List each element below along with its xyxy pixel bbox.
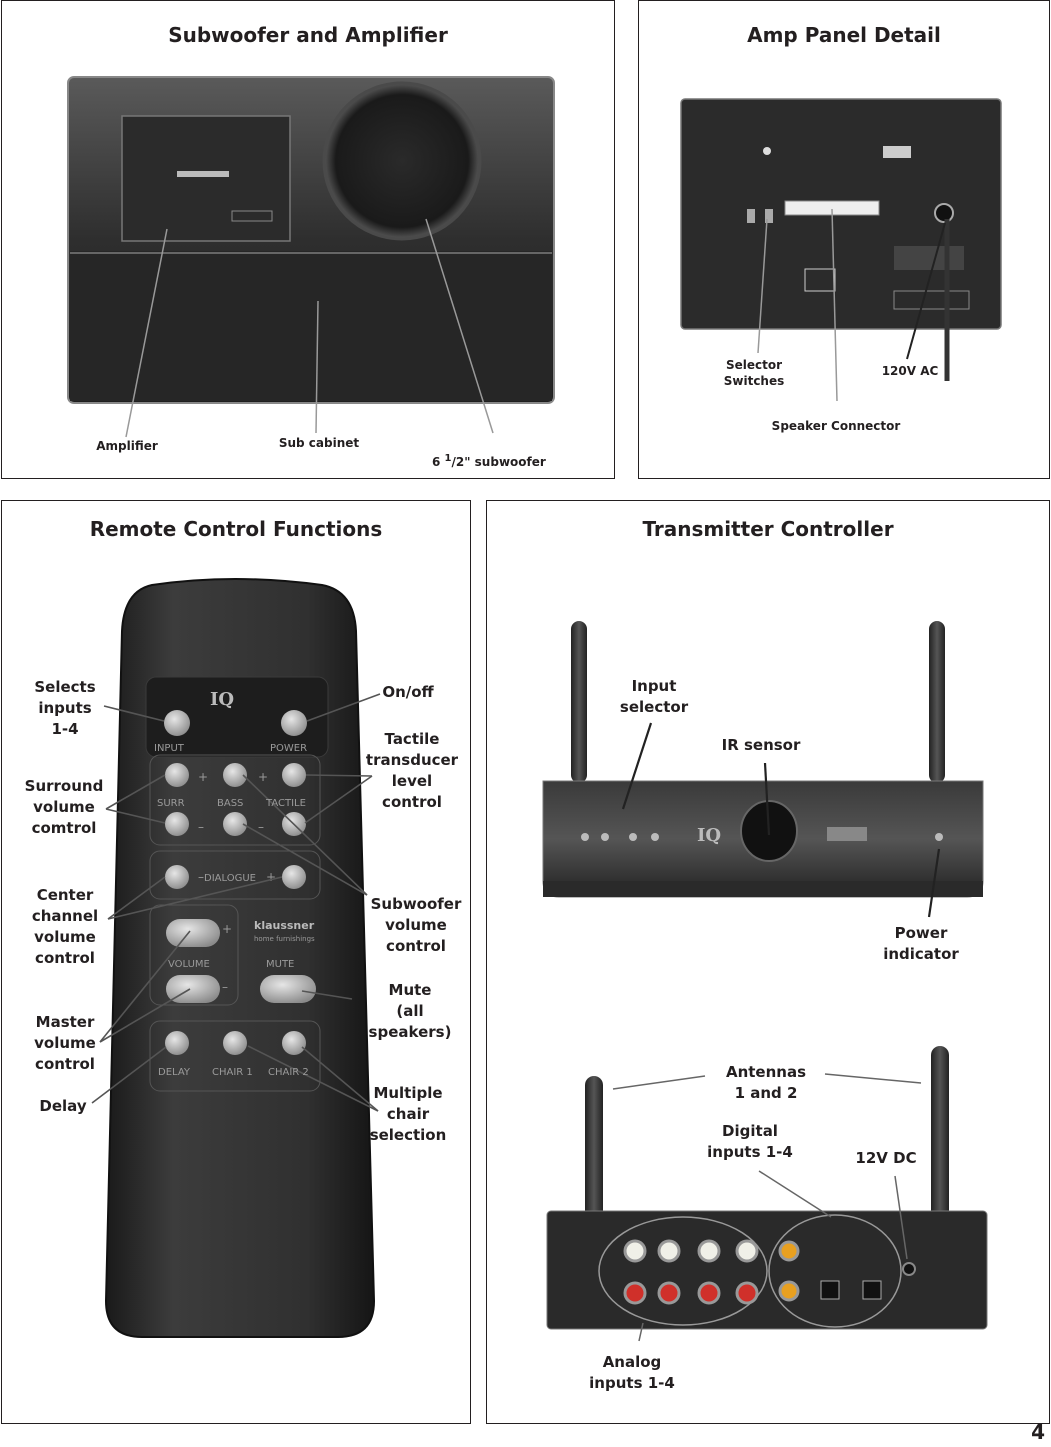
multiple-chair-label: Multiple chair selection	[369, 1084, 447, 1144]
center-label: Center channel volume control	[31, 886, 99, 967]
svg-text:–: –	[198, 870, 204, 884]
analog-jacks	[623, 1239, 759, 1305]
chair1-button-text: CHAIR 1	[212, 1067, 253, 1078]
amplifier-label: Amplifier	[96, 439, 158, 453]
dc-label: 12V DC	[855, 1149, 917, 1167]
bass-button-text: BASS	[217, 798, 243, 809]
selects-inputs-label: Selects inputs 1-4	[34, 678, 96, 738]
selector-switches-label: Selector Switches	[723, 358, 785, 388]
delay-button-text: DELAY	[158, 1067, 191, 1078]
on-off-label: On/off	[382, 683, 434, 701]
chair2-button-text: CHAIR 2	[268, 1067, 309, 1078]
svg-text:–: –	[258, 820, 264, 834]
remote-plus-minus: + + – – – + + –	[198, 770, 276, 994]
svg-text:–: –	[222, 980, 228, 994]
subwoofer-label-suffix: /2" subwoofer	[451, 455, 546, 469]
subwoofer-label: 6 1/2" subwoofer	[432, 435, 552, 470]
volume-button-text: VOLUME	[168, 959, 210, 970]
tactile-label: Tactile transducer level control	[365, 730, 459, 811]
dialogue-button-text: DIALOGUE	[204, 873, 256, 884]
mute-label: Mute (all speakers)	[368, 981, 452, 1041]
svg-text:+: +	[222, 922, 232, 936]
brand-sub-text: home furnishings	[254, 935, 315, 943]
transmitter-panel: Transmitter Controller IQ	[486, 500, 1050, 1424]
amp-panel: Amp Panel Detail Selector Switches 120V …	[638, 0, 1050, 479]
brand-text: klaussner	[254, 919, 315, 932]
subwoofer-label-sup: 1	[444, 453, 452, 464]
page-number: 4	[1031, 1420, 1045, 1444]
tactile-button-text: TACTILE	[265, 798, 306, 809]
svg-text:–: –	[198, 820, 204, 834]
antennas-label: Antennas 1 and 2	[725, 1063, 807, 1102]
transmitter-panel-title: Transmitter Controller	[642, 517, 894, 541]
power-button-text: POWER	[270, 743, 307, 754]
remote-panel-title: Remote Control Functions	[89, 517, 383, 541]
surr-button-text: SURR	[157, 798, 185, 809]
svg-text:IQ: IQ	[697, 825, 721, 846]
mute-button-text: MUTE	[266, 959, 294, 970]
svg-text:IQ: IQ	[210, 689, 234, 710]
speaker-connector-label: Speaker Connector	[771, 419, 901, 433]
subwoofer-photo	[67, 76, 555, 438]
subwoofer-panel: Subwoofer and Amplifier Amplifier Sub ca…	[1, 0, 615, 479]
subwoofer-panel-title: Subwoofer and Amplifier	[168, 23, 448, 47]
svg-text:+: +	[198, 770, 208, 784]
remote-buttons	[164, 710, 316, 1055]
digital-jacks	[778, 1240, 882, 1302]
svg-text:+: +	[266, 870, 276, 884]
input-selector-label: Input selector	[619, 677, 689, 716]
svg-text:+: +	[258, 770, 268, 784]
master-label: Master volume control	[34, 1013, 96, 1073]
analog-inputs-label: Analog inputs 1-4	[589, 1353, 675, 1392]
input-button-text: INPUT	[154, 743, 185, 754]
ir-sensor-label: IR sensor	[721, 736, 801, 754]
remote-panel: Remote Control Functions IQ	[1, 500, 471, 1424]
ac-label: 120V AC	[881, 364, 939, 378]
delay-label: Delay	[39, 1097, 87, 1115]
amp-panel-photo	[680, 98, 1002, 402]
sub-cabinet-label: Sub cabinet	[278, 436, 360, 450]
digital-inputs-label: Digital inputs 1-4	[707, 1122, 793, 1161]
power-indicator-label: Power indicator	[883, 924, 959, 963]
subwoofer-volume-label: Subwoofer volume control	[370, 895, 462, 955]
subwoofer-label-prefix: 6	[432, 455, 445, 469]
surround-label: Surround volume comtrol	[24, 777, 104, 837]
amp-panel-title: Amp Panel Detail	[747, 23, 941, 47]
